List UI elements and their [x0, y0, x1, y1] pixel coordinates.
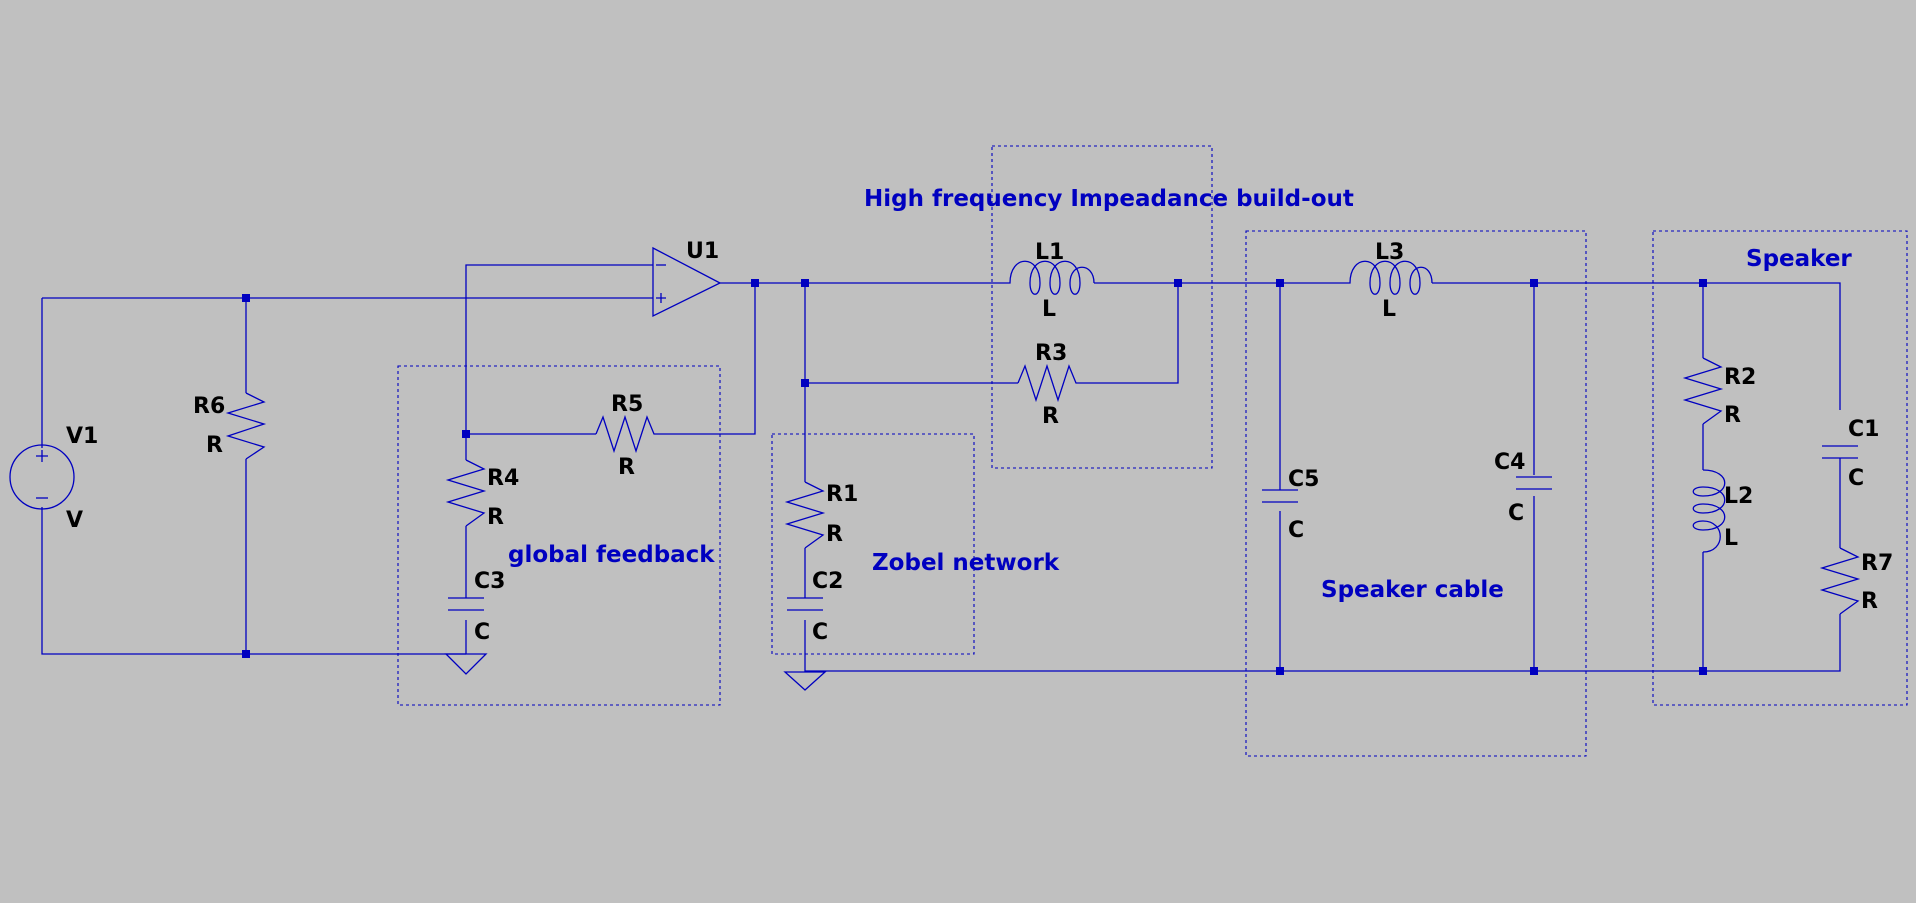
resistor-r6[interactable]: R6 R — [193, 392, 267, 460]
u1-name: U1 — [686, 239, 719, 264]
r1-name: R1 — [826, 482, 858, 507]
r2-value: R — [1724, 403, 1741, 428]
l2-value: L — [1724, 526, 1738, 551]
c3-name: C3 — [474, 569, 505, 594]
c1-name: C1 — [1848, 417, 1879, 442]
r2-name: R2 — [1724, 365, 1756, 390]
r3-value: R — [1042, 404, 1059, 429]
r5-value: R — [618, 455, 635, 480]
resistor-r4[interactable]: R4 R — [445, 459, 519, 530]
voltage-source-v1[interactable]: V1 V — [9, 424, 98, 533]
hf-buildout-box — [991, 145, 1213, 469]
speaker-box — [1652, 230, 1908, 706]
c2-name: C2 — [812, 569, 843, 594]
capacitor-c3[interactable]: C3 C — [448, 569, 505, 645]
resistor-r2[interactable]: R2 R — [1682, 357, 1756, 428]
capacitor-c5[interactable]: C5 C — [1262, 467, 1319, 543]
l3-value: L — [1382, 297, 1396, 322]
v1-value: V — [66, 508, 83, 533]
region-boxes — [397, 145, 1908, 757]
inductor-l3[interactable]: L3 L — [1348, 240, 1433, 322]
annotation-speaker-cable: Speaker cable — [1321, 577, 1504, 603]
r4-value: R — [487, 505, 504, 530]
r6-name: R6 — [193, 394, 225, 419]
c4-value: C — [1508, 501, 1524, 526]
c5-name: C5 — [1288, 467, 1319, 492]
speaker-cable-box — [1245, 230, 1587, 757]
ground-symbol — [783, 671, 827, 691]
resistor-r1[interactable]: R1 R — [784, 481, 858, 549]
c5-value: C — [1288, 518, 1304, 543]
l1-name: L1 — [1035, 240, 1064, 265]
r6-value: R — [206, 433, 223, 458]
annotation-hf-buildout: High frequency Impeadance build-out — [864, 186, 1354, 212]
c1-value: C — [1848, 466, 1864, 491]
resistor-r5[interactable]: R5 R — [595, 392, 660, 480]
wires — [41, 264, 1841, 672]
v1-name: V1 — [66, 424, 98, 449]
r4-name: R4 — [487, 466, 519, 491]
capacitor-c1[interactable]: C1 C — [1822, 417, 1879, 491]
l2-name: L2 — [1724, 484, 1753, 509]
capacitor-c2[interactable]: C2 C — [787, 569, 843, 645]
junctions — [242, 279, 1707, 675]
r3-name: R3 — [1035, 341, 1067, 366]
c3-value: C — [474, 620, 490, 645]
annotation-zobel: Zobel network — [872, 550, 1060, 576]
resistor-r7[interactable]: R7 R — [1819, 547, 1893, 615]
r5-name: R5 — [611, 392, 643, 417]
r7-value: R — [1861, 589, 1878, 614]
opamp-u1[interactable]: U1 — [652, 239, 722, 318]
r7-name: R7 — [1861, 551, 1893, 576]
zobel-network-box — [771, 433, 975, 655]
l3-name: L3 — [1375, 240, 1404, 265]
c2-value: C — [812, 620, 828, 645]
r1-value: R — [826, 522, 843, 547]
inductor-l2[interactable]: L2 L — [1692, 469, 1753, 553]
ground-symbol — [444, 653, 488, 675]
inductor-l1[interactable]: L1 L — [1008, 240, 1095, 322]
c4-name: C4 — [1494, 450, 1525, 475]
annotation-speaker: Speaker — [1746, 246, 1852, 272]
global-feedback-box — [397, 365, 721, 706]
l1-value: L — [1042, 297, 1056, 322]
resistor-r3[interactable]: R3 R — [1017, 341, 1084, 429]
annotation-global-feedback: global feedback — [508, 542, 715, 568]
capacitor-c4[interactable]: C4 C — [1494, 450, 1552, 526]
